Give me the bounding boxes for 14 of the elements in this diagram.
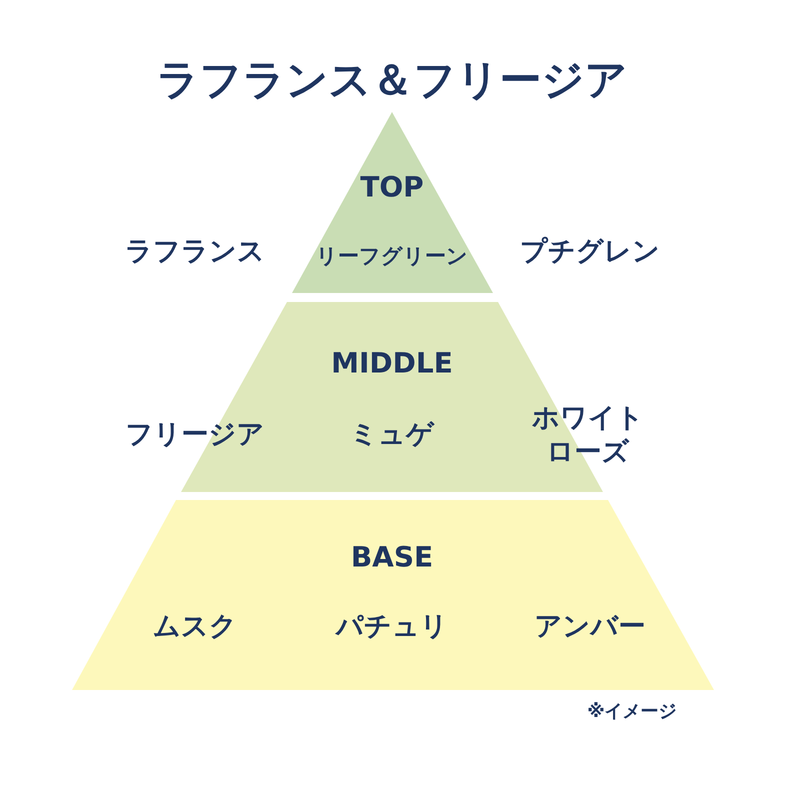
footnote: ※イメージ	[587, 700, 677, 724]
title: ラフランス＆フリージア	[156, 54, 628, 106]
note-text: フリージア	[126, 418, 264, 452]
tier-heading: BASE	[350, 540, 434, 574]
note-text: ムスク	[153, 610, 237, 644]
note-text: パチュリ	[336, 610, 448, 644]
note-text: アンバー	[534, 610, 646, 644]
note-text: ラフランス	[125, 235, 265, 269]
note-text: リーフグリーン	[316, 242, 468, 270]
note-text: ミュゲ	[350, 418, 434, 452]
note-text: ホワイトローズ	[531, 401, 645, 469]
tier-heading: MIDDLE	[331, 346, 453, 380]
note-text: プチグレン	[520, 235, 660, 269]
tier-heading: TOP	[360, 170, 424, 204]
